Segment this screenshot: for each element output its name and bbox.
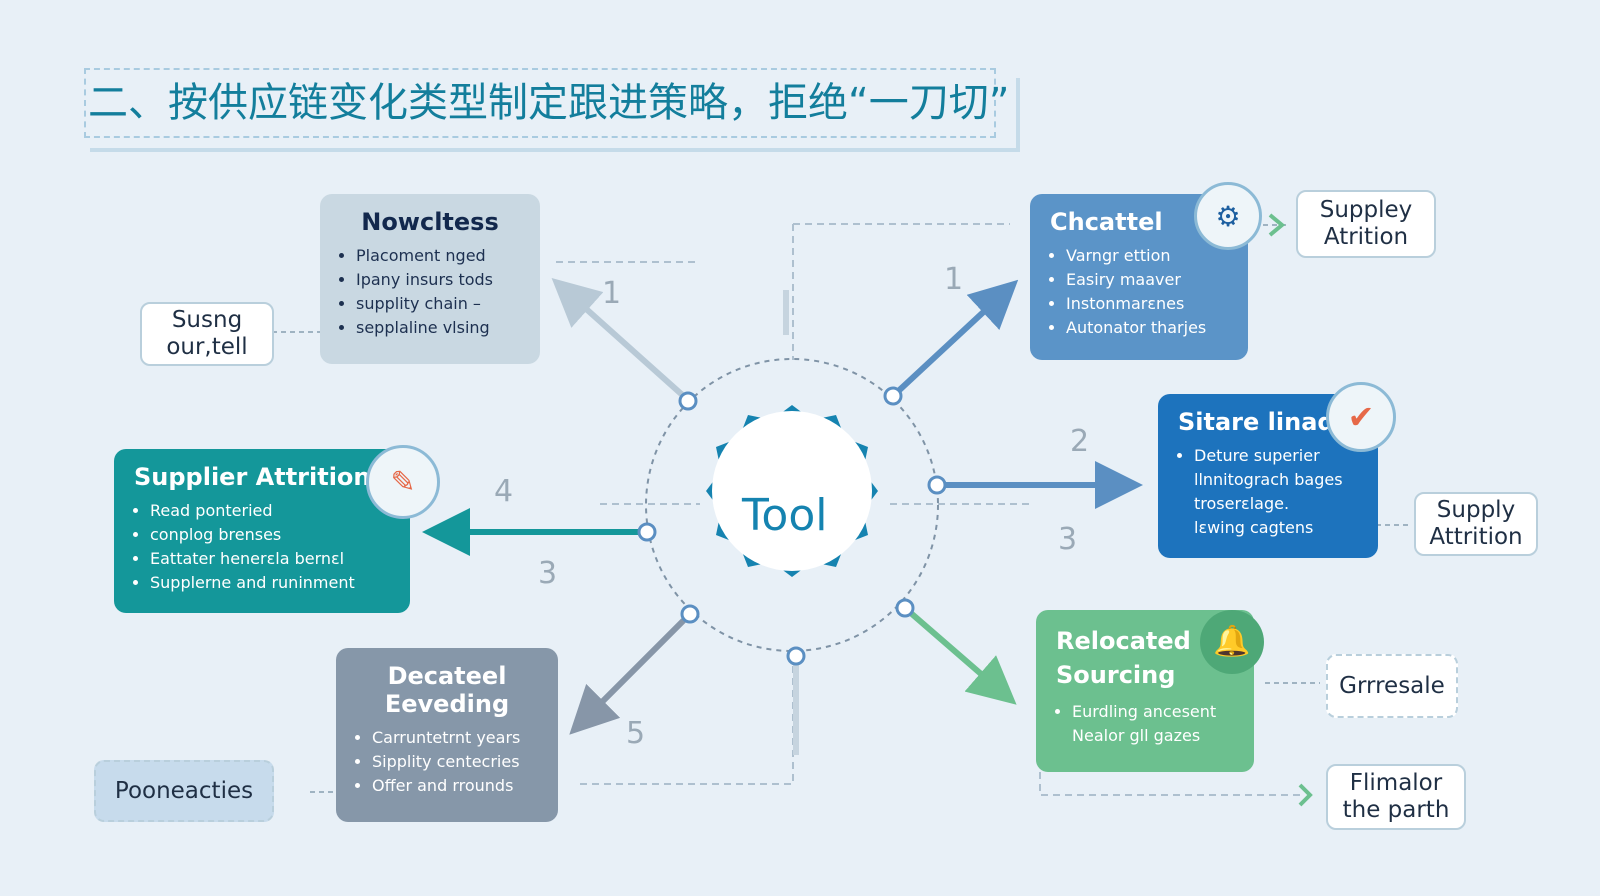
label-supply-attrition: Supply Attrition	[1414, 492, 1538, 556]
label-suppley-atrition: Suppley Atrition	[1296, 190, 1436, 258]
step-number: 5	[626, 716, 646, 751]
page-title: 二、按供应链变化类型制定跟进策略，拒绝“一刀切”	[84, 68, 1009, 138]
step-number: 4	[494, 474, 514, 509]
check-icon: ✔	[1326, 382, 1396, 452]
step-number: 2	[1070, 424, 1090, 459]
step-number: 1	[602, 276, 622, 311]
bell-icon: 🔔	[1200, 610, 1264, 674]
center-tool-label: Tool	[742, 490, 828, 541]
title-frame	[90, 78, 1020, 152]
step-number: 1	[944, 262, 964, 297]
label-grrresale: Grrresale	[1326, 654, 1458, 718]
card-chcattel: Chcattel Varngr ettionEasiry maaverInsto…	[1030, 194, 1248, 360]
arrow-se	[903, 605, 1017, 705]
step-number: 3	[538, 556, 558, 591]
card-decateel: Decateel Eeveding Carruntetrnt yearsSipp…	[336, 648, 558, 822]
workflow-icon: ⚙	[1194, 182, 1262, 250]
step-number: 3	[1058, 522, 1078, 557]
arrow-nw	[551, 278, 690, 403]
arrow-ne	[890, 279, 1019, 399]
arrow-sw	[569, 611, 693, 735]
card-supplier-attrition: Supplier Attrition Read ponteriedconplog…	[114, 449, 410, 613]
card-nowcltess: Nowcltess Placoment ngedIpany insurs tod…	[320, 194, 540, 364]
label-flimalor-the-parth: Flimalor the parth	[1326, 764, 1466, 830]
pin-tool-icon: ✎	[366, 445, 440, 519]
label-pooneacties: Pooneacties	[94, 760, 274, 822]
label-susng-our-tell: Susng our,tell	[140, 302, 274, 366]
